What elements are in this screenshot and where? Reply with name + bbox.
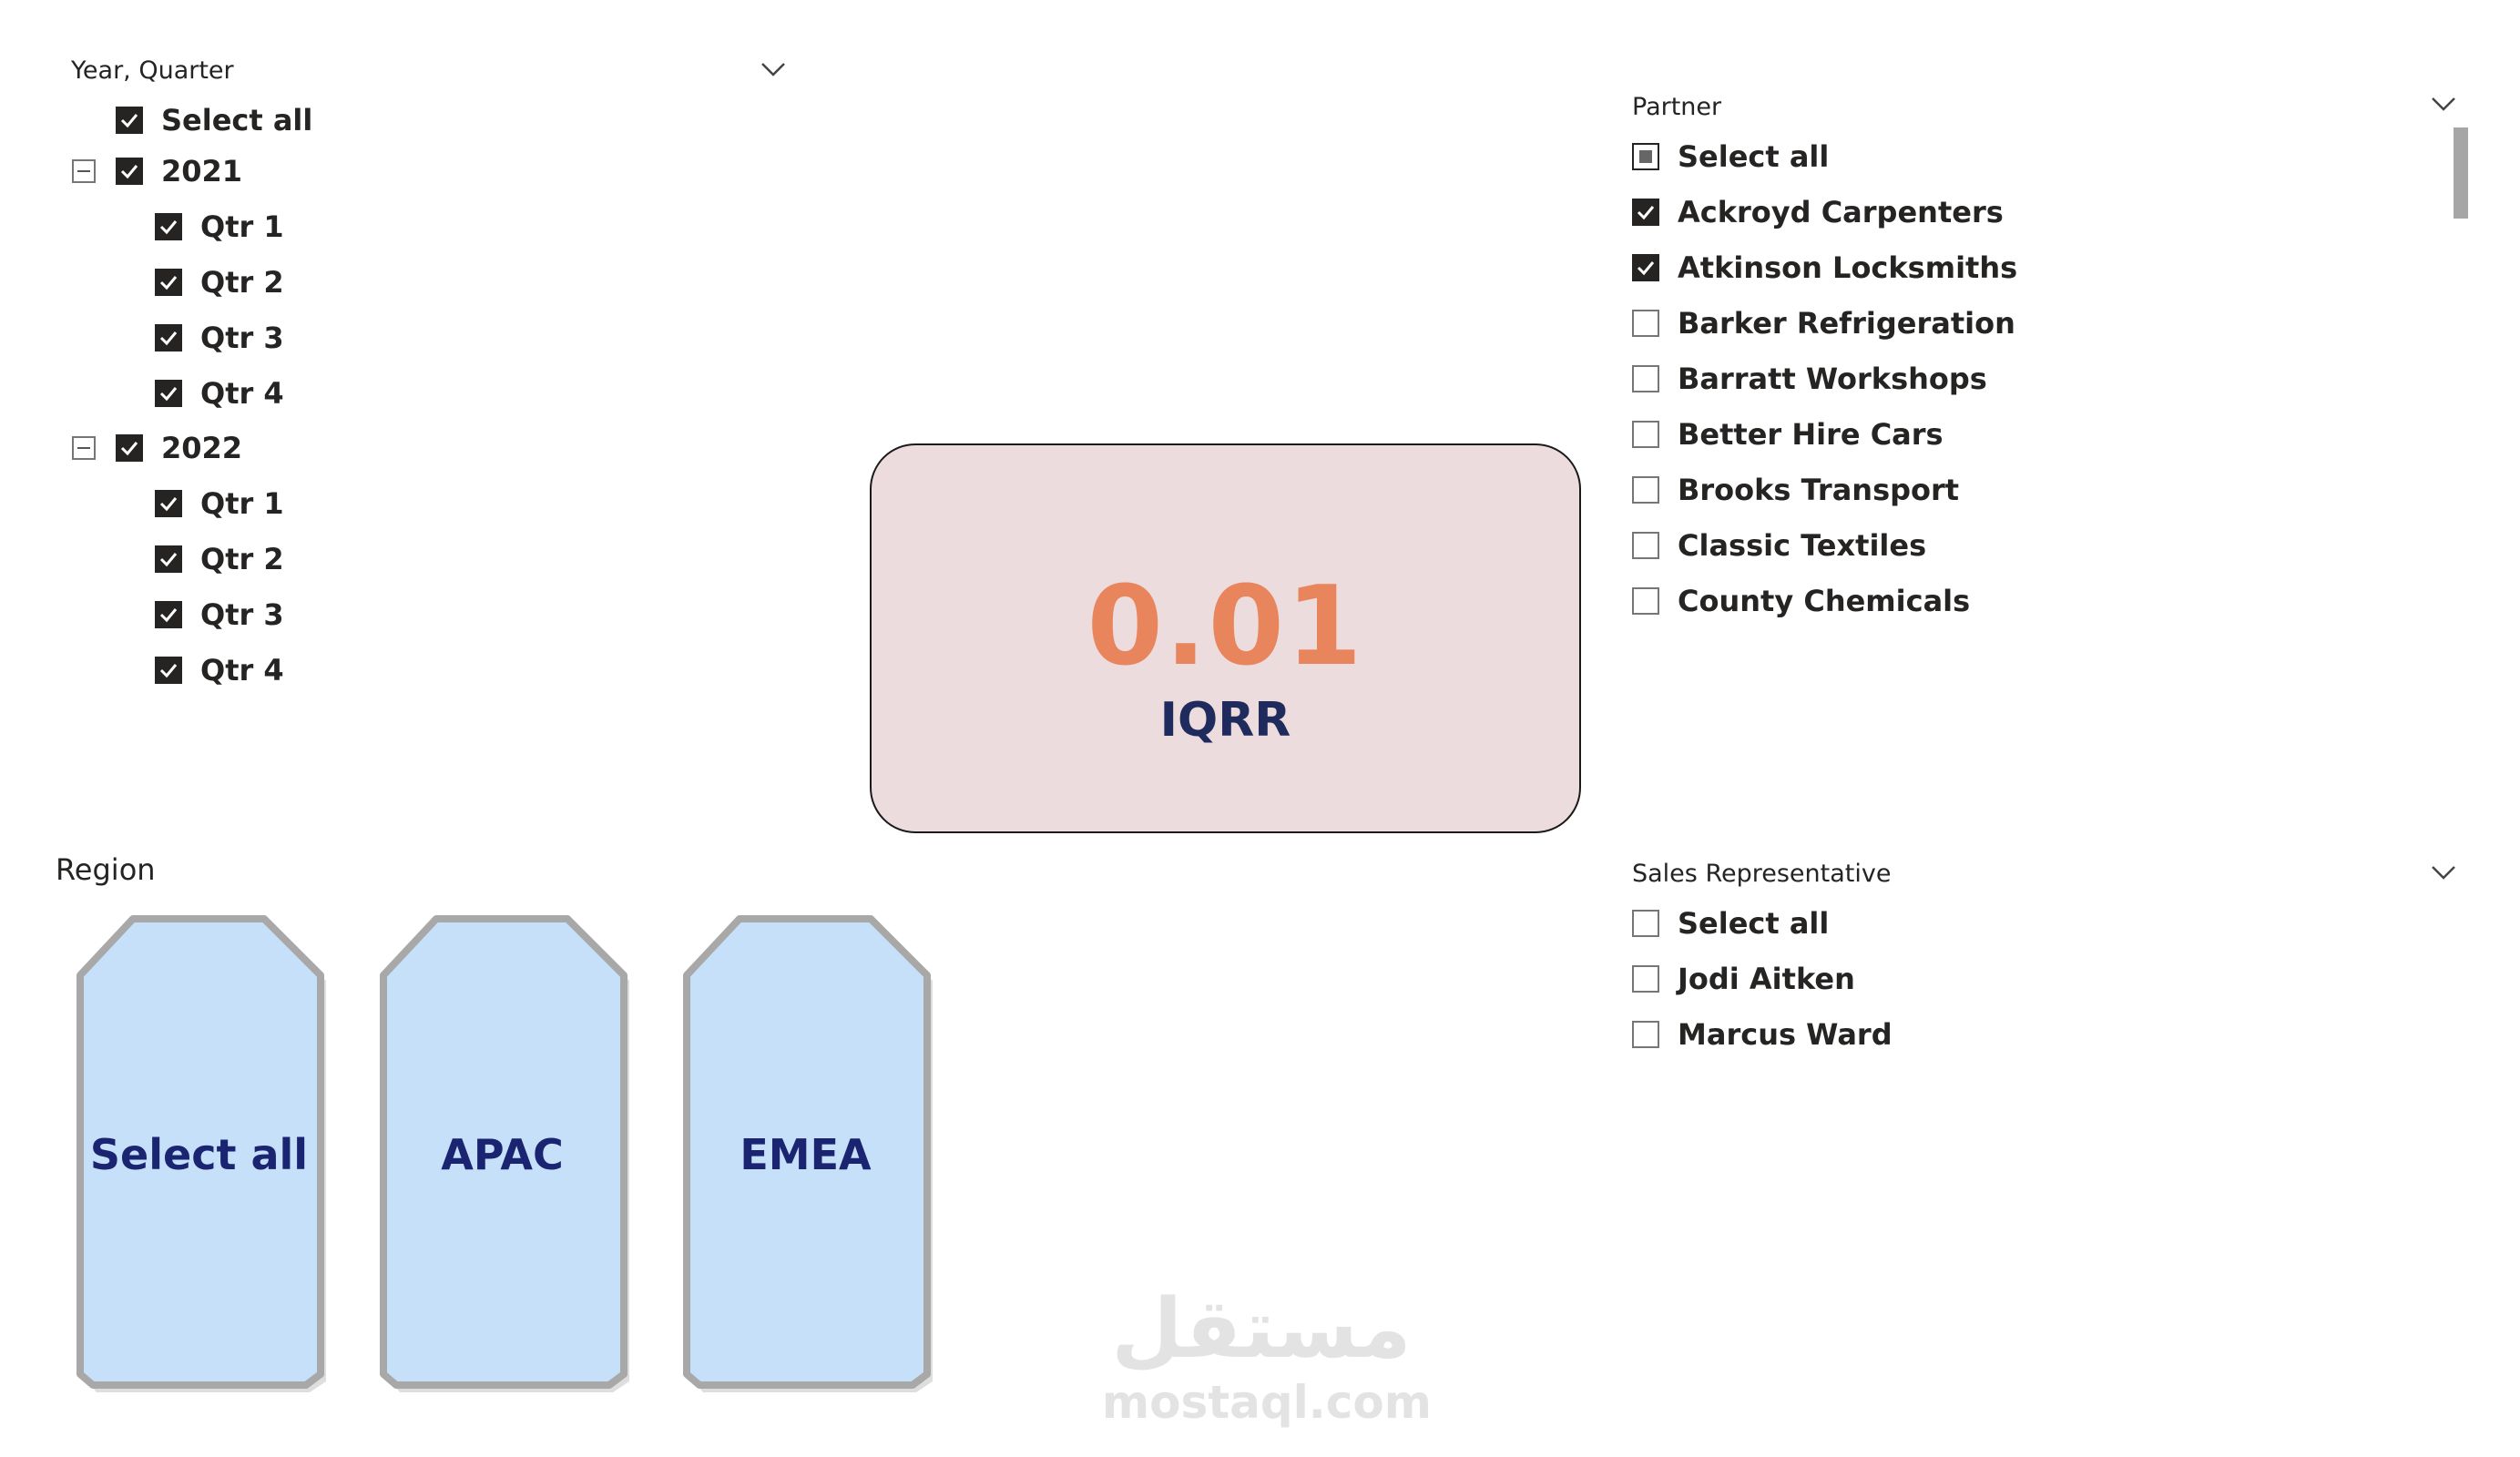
quarter-label: Qtr 3 <box>200 321 284 355</box>
checkbox-checked-icon[interactable] <box>155 601 182 628</box>
year-label: 2022 <box>161 431 243 465</box>
slicer-header: Sales Representative <box>1632 860 1892 888</box>
partner-label: Classic Textiles <box>1678 528 1927 563</box>
mostaql-watermark: مستقل mostaql.com <box>1102 1281 1432 1430</box>
partner-item[interactable]: Ackroyd Carpenters <box>1632 192 2004 232</box>
year-2022[interactable]: 2022 <box>116 428 242 468</box>
region-tile-emea[interactable]: EMEA <box>681 915 941 1398</box>
checkbox-unchecked-icon[interactable] <box>1632 587 1659 615</box>
checkbox-partial-icon[interactable] <box>1632 143 1659 170</box>
checkbox-unchecked-icon[interactable] <box>1632 476 1659 504</box>
checkbox-unchecked-icon[interactable] <box>1632 532 1659 559</box>
checkbox-checked-icon[interactable] <box>1632 199 1659 226</box>
card-label: IQRR <box>1159 693 1291 748</box>
quarter-label: Qtr 2 <box>200 265 284 300</box>
sales-rep-item[interactable]: Marcus Ward <box>1632 1014 1893 1055</box>
year-2021[interactable]: 2021 <box>116 151 242 191</box>
chevron-down-icon[interactable] <box>760 60 787 78</box>
card-value: 0.01 <box>1087 564 1364 690</box>
collapse-icon[interactable] <box>72 159 96 183</box>
checkbox-checked-icon[interactable] <box>155 269 182 296</box>
partner-label: Ackroyd Carpenters <box>1678 195 2004 229</box>
checkbox-checked-icon[interactable] <box>1632 254 1659 281</box>
checkbox-checked-icon[interactable] <box>155 213 182 240</box>
tile-label: Select all <box>89 1130 309 1179</box>
watermark-arabic: مستقل <box>1111 1281 1412 1377</box>
checkbox-checked-icon[interactable] <box>155 657 182 684</box>
checkbox-unchecked-icon[interactable] <box>1632 965 1659 993</box>
partner-label: Better Hire Cars <box>1678 417 1944 452</box>
sales-rep-item[interactable]: Jodi Aitken <box>1632 959 1855 999</box>
sales-rep-label: Jodi Aitken <box>1678 962 1855 996</box>
partner-item[interactable]: Barker Refrigeration <box>1632 303 2015 343</box>
slicer-header: Year, Quarter <box>71 56 234 85</box>
sales-rep-select-all[interactable]: Select all <box>1632 903 1829 943</box>
chevron-down-icon[interactable] <box>2430 95 2457 113</box>
quarter-2021-q3[interactable]: Qtr 3 <box>155 318 284 358</box>
checkbox-unchecked-icon[interactable] <box>1632 365 1659 392</box>
quarter-2021-q2[interactable]: Qtr 2 <box>155 262 284 302</box>
quarter-2022-q4[interactable]: Qtr 4 <box>155 650 284 690</box>
partner-label: Barratt Workshops <box>1678 362 1987 396</box>
checkbox-checked-icon[interactable] <box>155 380 182 407</box>
chevron-down-icon[interactable] <box>2430 863 2457 881</box>
partner-item[interactable]: Atkinson Locksmiths <box>1632 248 2017 288</box>
quarter-2022-q1[interactable]: Qtr 1 <box>155 484 284 524</box>
partner-label: Barker Refrigeration <box>1678 306 2015 341</box>
year-label: 2021 <box>161 154 243 188</box>
year-quarter-slicer: Year, Quarter Select all 2021 Qtr 1 Qtr … <box>71 53 818 708</box>
checkbox-checked-icon[interactable] <box>116 158 143 185</box>
checkbox-checked-icon[interactable] <box>155 545 182 573</box>
sales-rep-label: Marcus Ward <box>1678 1017 1893 1052</box>
partner-item[interactable]: Brooks Transport <box>1632 470 1959 510</box>
region-tile-apac[interactable]: APAC <box>378 915 638 1398</box>
partner-item[interactable]: Barratt Workshops <box>1632 359 1987 399</box>
quarter-label: Qtr 4 <box>200 653 284 688</box>
partner-item[interactable]: County Chemicals <box>1632 581 1970 621</box>
year-select-all[interactable]: Select all <box>116 100 312 140</box>
quarter-label: Qtr 1 <box>200 209 284 244</box>
quarter-2021-q1[interactable]: Qtr 1 <box>155 207 284 247</box>
partner-label: Brooks Transport <box>1678 473 1960 507</box>
region-tile-select-all[interactable]: Select all <box>75 915 334 1398</box>
checkbox-unchecked-icon[interactable] <box>1632 1021 1659 1048</box>
checkbox-checked-icon[interactable] <box>116 107 143 134</box>
collapse-icon[interactable] <box>72 436 96 460</box>
checkbox-checked-icon[interactable] <box>155 490 182 517</box>
quarter-label: Qtr 1 <box>200 486 284 521</box>
slicer-header: Partner <box>1632 93 1722 121</box>
quarter-2022-q2[interactable]: Qtr 2 <box>155 539 284 579</box>
quarter-label: Qtr 3 <box>200 597 284 632</box>
select-all-label: Select all <box>1678 906 1830 941</box>
sales-rep-slicer: Sales Representative Select all Jodi Ait… <box>1632 860 2470 1096</box>
select-all-label: Select all <box>161 103 313 138</box>
checkbox-unchecked-icon[interactable] <box>1632 421 1659 448</box>
partner-item[interactable]: Classic Textiles <box>1632 525 1926 565</box>
partner-scrollbar[interactable] <box>2454 127 2468 219</box>
quarter-2021-q4[interactable]: Qtr 4 <box>155 373 284 413</box>
partner-select-all[interactable]: Select all <box>1632 137 1829 177</box>
checkbox-checked-icon[interactable] <box>155 324 182 352</box>
watermark-latin: mostaql.com <box>1102 1376 1432 1429</box>
region-title: Region <box>56 852 156 887</box>
checkbox-unchecked-icon[interactable] <box>1632 310 1659 337</box>
quarter-label: Qtr 2 <box>200 542 284 576</box>
iqrr-card: 0.01 IQRR <box>870 443 1581 833</box>
partner-label: Atkinson Locksmiths <box>1678 250 2018 285</box>
quarter-label: Qtr 4 <box>200 376 284 411</box>
quarter-2022-q3[interactable]: Qtr 3 <box>155 595 284 635</box>
tile-label: APAC <box>441 1130 564 1179</box>
checkbox-unchecked-icon[interactable] <box>1632 910 1659 937</box>
partner-item[interactable]: Better Hire Cars <box>1632 414 1944 454</box>
checkbox-checked-icon[interactable] <box>116 434 143 462</box>
partner-slicer: Partner Select all Ackroyd Carpenters At… <box>1632 91 2470 637</box>
partner-label: County Chemicals <box>1678 584 1971 618</box>
tile-label: EMEA <box>740 1130 872 1179</box>
select-all-label: Select all <box>1678 139 1830 174</box>
